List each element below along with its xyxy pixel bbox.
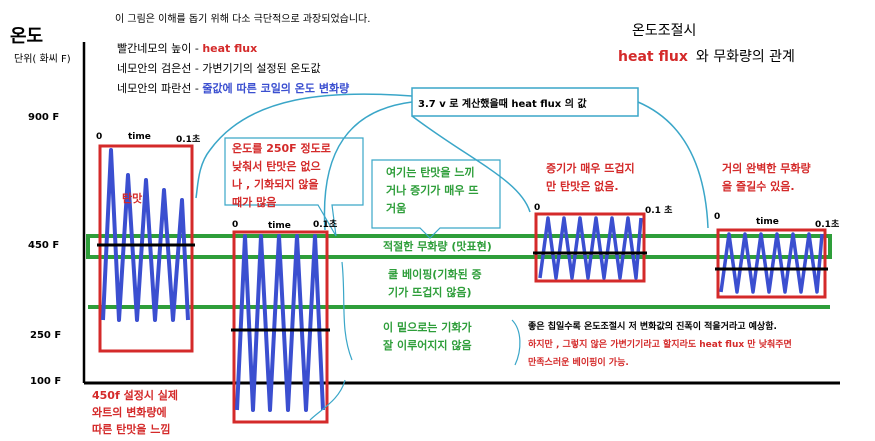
box1-time: time	[128, 132, 151, 142]
zigzag-3	[538, 216, 643, 280]
legend-line-2: 네모안의 검은선 - 가변기기의 설정된 온도값	[117, 62, 321, 75]
optimal-band	[86, 234, 832, 259]
note-below: 이 밑으로는 기화가 잘 이루어지지 않음	[383, 321, 472, 352]
box3-zero: 0	[534, 203, 541, 213]
bubble-3-edge	[341, 261, 353, 361]
callout-line-4	[637, 101, 709, 229]
note-hot-no-burn: 증기가 매우 뜨겁지 만 탄맛은 없음.	[546, 162, 635, 193]
box3-end: 0.1 초	[645, 206, 673, 216]
right-title-1: 온도조절시	[632, 23, 697, 39]
box4-time: time	[756, 217, 779, 227]
note-bottom-left: 450f 설정시 실제 와트의 변화량에 따른 탄맛을 느낌	[92, 389, 179, 436]
header-note: 이 그림은 이해를 돕기 위해 다소 극단적으로 과장되었습니다.	[115, 14, 371, 25]
callout-line-2	[323, 101, 413, 231]
note-low-temp: 온도를 250F 정도로 낮춰서 탄맛은 없으 나 , 기화되지 않을 때가 많…	[232, 142, 331, 209]
zigzag-4	[719, 232, 824, 294]
box1-inner-label: 탄맛	[122, 192, 143, 205]
legend-line-3: 네모안의 파란선 - 줄값에 따른 코일의 온도 변화량	[117, 82, 350, 95]
note-cool-vaping: 쿨 베이핑(기화된 증 기가 뜨겁지 않음)	[388, 268, 482, 299]
y-tick-100: 100 F	[30, 376, 62, 387]
box2-end: 0.1초	[313, 220, 338, 230]
right-title-heat-flux: heat flux	[618, 49, 688, 65]
bubble-5-edge	[511, 319, 521, 366]
callout-line-1	[195, 93, 413, 199]
box1-end: 0.1초	[176, 135, 201, 145]
callout-text: 3.7 v 로 계산했을때 heat flux 의 값	[418, 99, 587, 110]
box1-zero: 0	[96, 132, 103, 142]
bubble-2	[371, 159, 501, 239]
box2-zero: 0	[232, 220, 239, 230]
heat-flux-box-2	[232, 230, 329, 424]
heat-flux-box-1	[98, 144, 194, 353]
zigzag-2	[235, 234, 325, 412]
callout-line-3	[411, 115, 531, 213]
y-tick-450: 450 F	[28, 240, 60, 251]
box4-zero: 0	[714, 212, 721, 222]
zigzag-1	[101, 148, 190, 322]
heat-flux-box-3	[534, 212, 646, 283]
box2-time: time	[268, 221, 291, 231]
y-axis-unit: 단위( 화씨 F)	[14, 54, 71, 65]
note-perfect: 거의 완벽한 무화량 을 즐길수 있음.	[722, 162, 811, 193]
note-band-top: 적절한 무화량 (맛표현)	[383, 240, 492, 253]
box4-end: 0.1초	[815, 220, 840, 230]
note-burnt-hot: 여기는 탄맛을 느끼 거나 증기가 매우 뜨 거움	[386, 166, 479, 215]
legend-line-1: 빨간네모의 높이 - heat flux	[117, 42, 258, 55]
y-tick-250: 250 F	[30, 330, 62, 341]
bubble-1	[224, 137, 364, 237]
y-tick-900: 900 F	[28, 112, 60, 123]
y-axis-title: 온도	[10, 26, 44, 47]
bubble-4-edge	[309, 379, 346, 421]
heat-flux-box-4	[716, 228, 827, 299]
note-bottom-right: 좋은 칩일수록 온도조절시 저 변화값의 진폭이 적을거라고 예상함. 하지만 …	[528, 322, 792, 368]
